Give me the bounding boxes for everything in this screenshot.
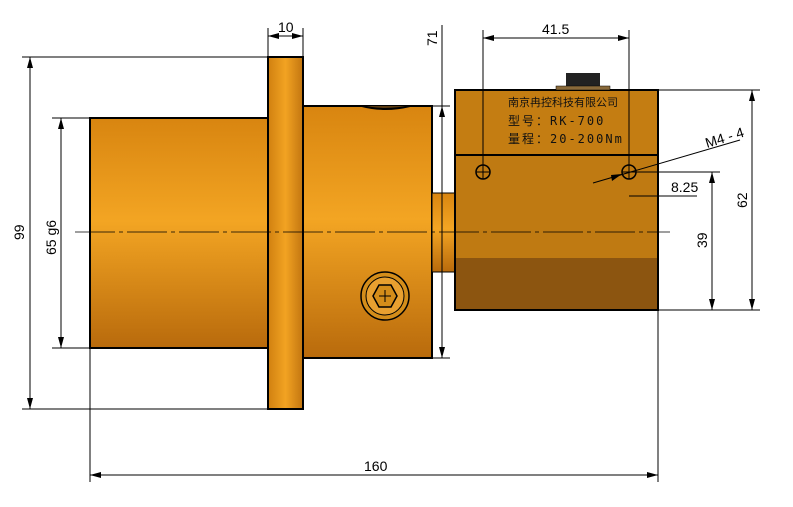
sensor-box-bottom	[455, 258, 658, 310]
dim-center-height: 39	[694, 232, 710, 248]
dim-spigot-diameter: 65 g6	[43, 220, 59, 255]
dim-overall-length: 160	[364, 458, 388, 474]
connector	[566, 73, 600, 87]
flange	[267, 56, 304, 410]
dim-body-height: 71	[424, 30, 440, 46]
sensor-box-middle	[455, 155, 658, 258]
spigot-cylinder	[89, 117, 269, 349]
range-label: 量程：20-200Nm	[508, 131, 624, 146]
hex-bolt-icon	[360, 271, 410, 321]
sensor-box-top	[455, 90, 658, 155]
dim-hole-offset: 8.25	[671, 179, 698, 195]
dim-box-height: 62	[734, 192, 750, 208]
dim-hole-spacing: 41.5	[542, 21, 569, 37]
dim-flange-thickness: 10	[278, 19, 294, 35]
dim-thread: M4 - 4	[703, 124, 746, 151]
dim-flange-diameter: 99	[11, 224, 27, 240]
model-label: 型号：RK-700	[508, 114, 605, 128]
company-label: 南京冉控科技有限公司	[508, 95, 618, 109]
shaft	[431, 192, 456, 273]
